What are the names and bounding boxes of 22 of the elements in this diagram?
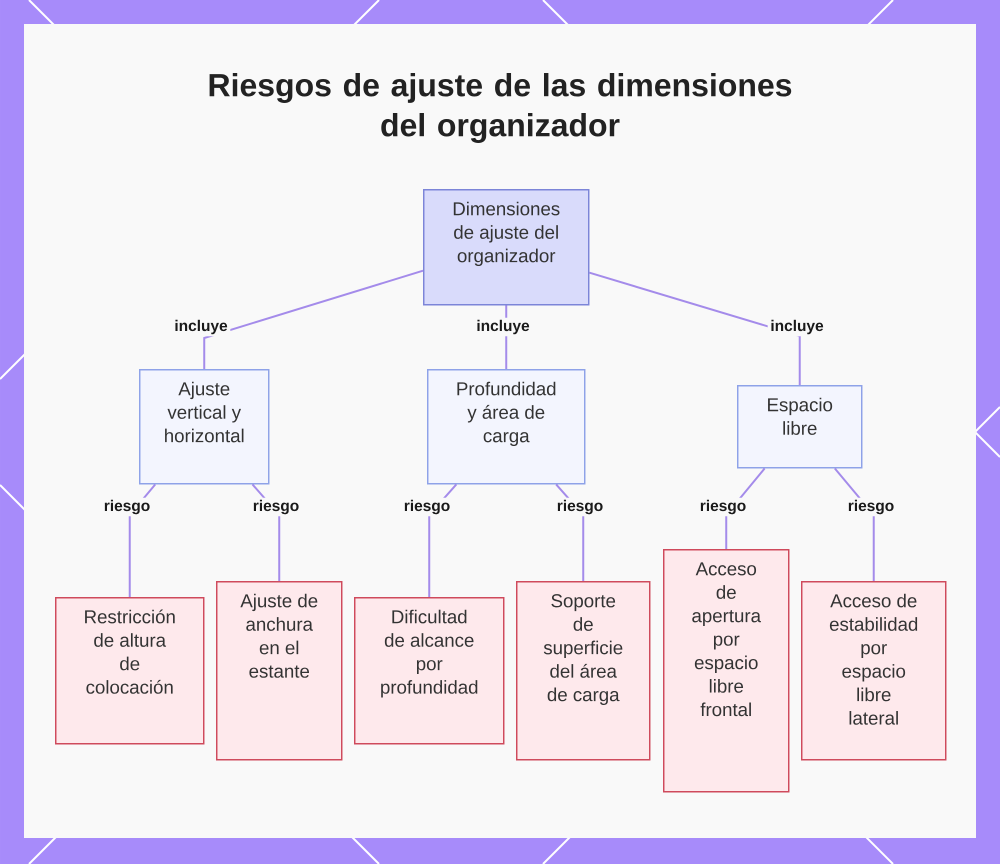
edge-label: riesgo: [250, 498, 302, 516]
risk-box: Acceso de estabilidad por espacio libre lateral: [801, 581, 946, 760]
risk-box: Soporte de superficie del área de carga: [516, 581, 650, 760]
title: Riesgos de ajuste de las dimensiones del organizador: [210, 73, 792, 143]
edge-label: incluye: [768, 318, 826, 336]
category-box: Espacio libre: [737, 385, 862, 468]
risk-box: Ajuste de anchura en el estante: [216, 581, 342, 760]
edge-label: riesgo: [845, 498, 897, 516]
edge-label: riesgo: [101, 498, 153, 516]
edge-label: incluye: [172, 318, 230, 336]
edge-label: riesgo: [554, 498, 606, 516]
category-box: Profundidad y área de carga: [427, 369, 586, 484]
category-box: Ajuste vertical y horizontal: [139, 369, 270, 484]
edge-label: riesgo: [401, 498, 453, 516]
connector-line: [589, 272, 801, 385]
risk-box: Dificultad de alcance por profundidad: [354, 597, 504, 744]
risk-box: Acceso de apertura por espacio libre frontal: [663, 549, 790, 792]
risk-box: Restricción de altura de colocación: [55, 597, 204, 744]
concept-box: Dimensiones de ajuste del organizador: [423, 189, 590, 306]
edge-label: incluye: [474, 318, 532, 336]
edge-label: riesgo: [697, 498, 749, 516]
connector-line: [203, 270, 424, 369]
